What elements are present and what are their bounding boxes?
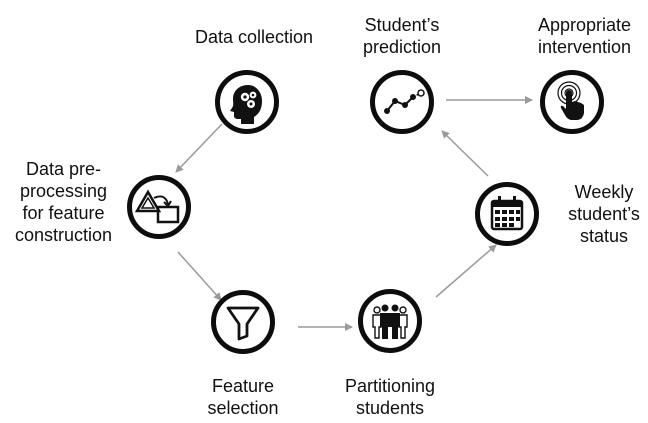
arrow-partitioning-to-weekly [435, 244, 497, 298]
people-group-icon [372, 304, 408, 339]
node-intervention [540, 70, 604, 134]
label-data-collection: Data collection [194, 27, 314, 47]
line-trend-icon [384, 89, 425, 114]
head-gears-icon [230, 85, 262, 124]
label-partitioning: Partitioning students [344, 376, 436, 418]
funnel-icon [226, 306, 260, 341]
node-data-collection [215, 70, 279, 134]
node-prediction [370, 70, 434, 134]
node-weekly-status [475, 182, 539, 246]
label-intervention: Appropriate intervention [537, 15, 632, 57]
label-preprocessing: Data pre- processing for feature constru… [14, 159, 113, 245]
touch-pointer-icon [557, 81, 584, 120]
node-preprocessing [127, 175, 191, 239]
calendar-icon [490, 196, 524, 231]
arrow-weekly-to-prediction [441, 130, 489, 177]
label-prediction: Student’s prediction [362, 15, 442, 57]
arrow-preprocessing-to-selection [177, 251, 222, 301]
node-partitioning [358, 289, 422, 353]
label-weekly-status: Weekly student’s status [568, 182, 640, 246]
shapes-transform-icon [134, 189, 180, 224]
arrow-collection-to-preprocessing [175, 123, 223, 173]
node-feature-selection [211, 290, 275, 354]
label-feature-selection: Feature selection [207, 376, 279, 418]
